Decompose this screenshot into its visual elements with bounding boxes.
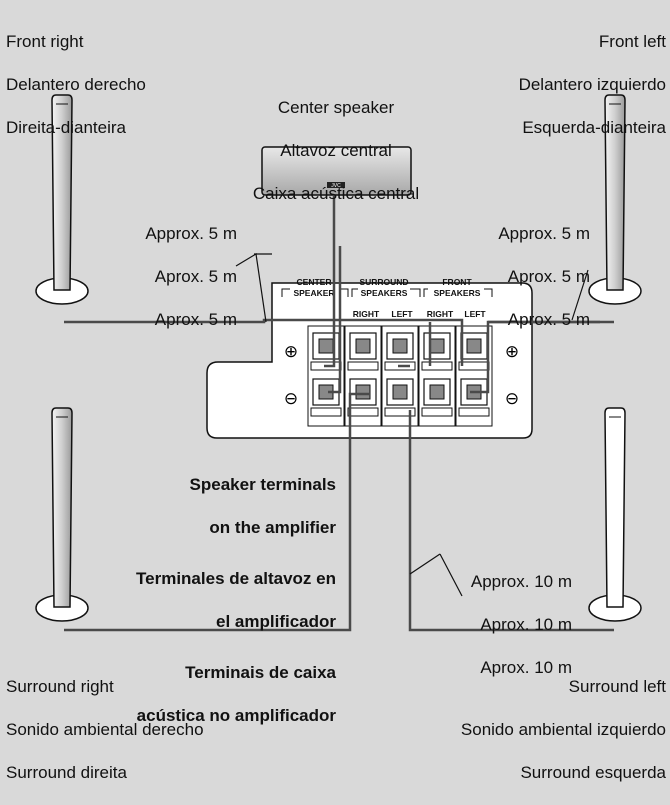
terminal-base — [347, 407, 379, 417]
terminal-clip — [355, 338, 371, 354]
front-right-speaker — [35, 94, 89, 305]
leader-lines — [235, 253, 589, 597]
terminal-base — [347, 361, 379, 371]
terminal-base — [458, 407, 490, 417]
approx-left-label: Approx. 5 m Aprox. 5 m Aprox. 5 m — [145, 223, 237, 329]
approx-surround-label: Approx. 10 m Aprox. 10 m Aprox. 10 m — [470, 571, 572, 677]
plus-icon-right: ⊕ — [505, 342, 519, 362]
center-speaker: JVC — [261, 146, 412, 196]
surround-left-speaker — [588, 407, 642, 622]
minus-icon-right: ⊖ — [505, 389, 519, 409]
panel-surround-left: LEFT — [391, 309, 413, 319]
terminal-clip — [318, 338, 334, 354]
panel-front-label-2: SPEAKERS — [434, 288, 481, 298]
brand-logo: JVC — [331, 183, 341, 189]
surround-right-label: Surround right Sonido ambiental derecho … — [6, 676, 204, 782]
panel-front-label-1: FRONT — [442, 277, 472, 287]
front-right-label: Front right Delantero derecho Direita-di… — [6, 31, 146, 137]
terminal-clip — [355, 384, 371, 400]
panel-front-right: RIGHT — [427, 309, 454, 319]
minus-icon-left: ⊖ — [284, 389, 298, 409]
panel-surround-label-1: SURROUND — [359, 277, 408, 287]
panel-surround-label-2: SPEAKERS — [361, 288, 408, 298]
front-left-speaker — [588, 94, 642, 305]
panel-center-label-1: CENTER — [297, 277, 332, 287]
approx-right-label: Approx. 5 m Aprox. 5 m Aprox. 5 m — [498, 223, 590, 329]
surround-left-label: Surround left Sonido ambiental izquierdo… — [460, 676, 666, 782]
terminal-clip — [429, 384, 445, 400]
center-speaker-label: Center speaker Altavoz central Caixa acú… — [252, 97, 420, 203]
panel-center-label-2: SPEAKER — [293, 288, 334, 298]
terminal-clip — [392, 384, 408, 400]
terminal-base — [421, 361, 453, 371]
terminal-base — [458, 361, 490, 371]
connection-diagram: JVC CENTER SPEAKER SURROUND SPEAKERS FRO… — [35, 94, 642, 632]
terminal-base — [421, 407, 453, 417]
terminal-base — [384, 407, 416, 417]
front-left-label: Front left Delantero izquierdo Esquerda-… — [518, 31, 666, 137]
panel-surround-right: RIGHT — [353, 309, 380, 319]
plus-icon-left: ⊕ — [284, 342, 298, 362]
terminal-clip — [392, 338, 408, 354]
surround-right-speaker — [35, 407, 89, 622]
panel-front-left: LEFT — [464, 309, 486, 319]
speaker-wires — [64, 196, 614, 632]
terminal-base — [310, 407, 342, 417]
terminal-clip — [466, 338, 482, 354]
amplifier-terminals-label: Speaker terminals on the amplifier Termi… — [136, 474, 336, 725]
